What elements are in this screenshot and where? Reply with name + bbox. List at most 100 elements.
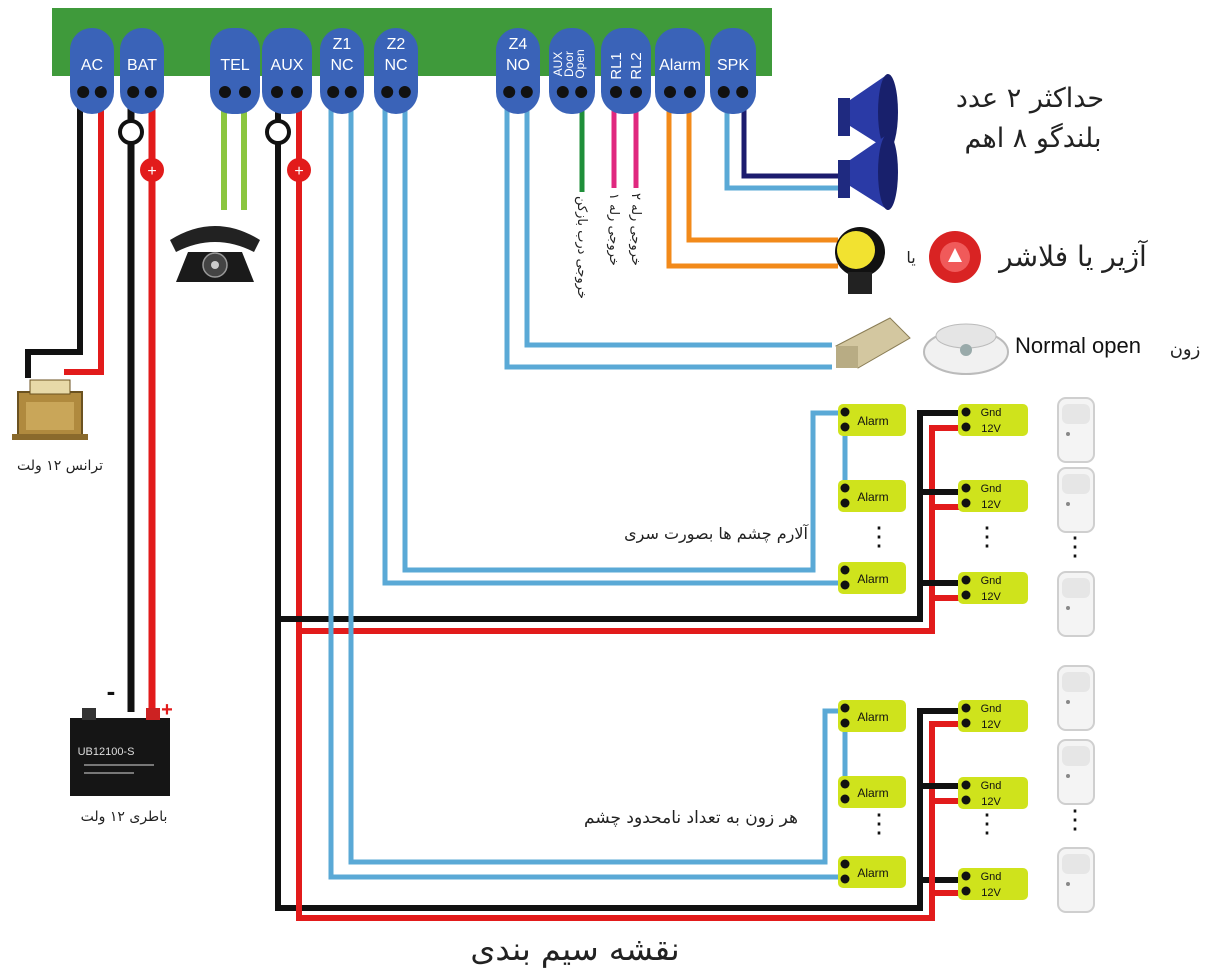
smoke-detector-icon [923, 323, 1009, 375]
screw-terminal [344, 86, 357, 98]
screw-terminal [520, 86, 533, 98]
transformer-label: ترانس ۱۲ ولت [17, 458, 103, 474]
terminal-label: Z2 [387, 36, 406, 53]
screw-terminal [630, 86, 642, 98]
z4-wire-a [504, 92, 832, 370]
relay2-output-label: خروجی رله ۲ [628, 193, 643, 266]
screw-terminal [575, 86, 588, 98]
terminal-label: NC [384, 57, 407, 74]
speaker-note-line2: بلندگو ۸ اهم [965, 122, 1102, 154]
battery-label: باطری ۱۲ ولت [81, 809, 168, 825]
aux-positive-marker [287, 158, 311, 182]
speaker-note-line1: حداکثر ۲ عدد [956, 83, 1104, 114]
ac-wire-red [64, 92, 104, 375]
terminal-aux: AUX [262, 28, 312, 114]
power-terminal-block: Gnd 12V [958, 868, 1028, 900]
z2-wire-a [382, 92, 845, 586]
v12-label: 12V [981, 423, 1001, 435]
terminal-label: Door [562, 51, 576, 77]
foot-switch-icon [835, 317, 911, 369]
gnd-label: Gnd [981, 871, 1002, 883]
aux-positive-sign: + [294, 163, 303, 180]
series-note: آلارم چشم ها بصورت سری [624, 524, 809, 544]
ellipsis-more-icon: ⋮ [866, 521, 892, 551]
gnd-label: Gnd [981, 407, 1002, 419]
ellipsis-more-icon: ⋮ [974, 808, 1000, 838]
screw-terminal [381, 86, 394, 98]
aux-branch-black-1 [278, 410, 965, 622]
aux-wire-red [296, 92, 965, 921]
alarm-contact-block: Alarm [838, 856, 906, 888]
screw-terminal [556, 86, 569, 98]
terminal-label: Alarm [659, 57, 701, 74]
ellipsis-more-icon: ⋮ [974, 521, 1000, 551]
pir-sensor-icon [1057, 847, 1095, 913]
aux-branch-red-2 [929, 721, 965, 893]
normal-open-label: Normal open [1015, 333, 1141, 358]
screw-terminal [219, 86, 231, 98]
gnd-label: Gnd [981, 780, 1002, 792]
terminal-label: BAT [127, 57, 157, 74]
aux-branch-black-2 [917, 708, 965, 880]
terminal-label: Z4 [509, 36, 528, 53]
ellipsis-more-icon: ⋮ [1062, 531, 1088, 561]
terminal-label: RL2 [628, 52, 645, 80]
diagram-title: نقشه سیم بندی [470, 930, 679, 968]
aux-branch-red-1 [299, 425, 965, 634]
z1-wire-b [348, 92, 845, 865]
ac-wire-black [25, 92, 83, 378]
alarm-contact-block: Alarm [838, 480, 906, 512]
spk-wire-blue [724, 92, 838, 191]
screw-terminal [717, 86, 730, 98]
gnd-label: Gnd [981, 703, 1002, 715]
terminal-tel: TEL [210, 28, 260, 114]
terminal-label: RL1 [608, 52, 625, 80]
pir-sensor-icon [1057, 467, 1095, 533]
siren-icon [835, 227, 885, 294]
door-output-label: خروجی درب بازکن [574, 196, 589, 299]
alarm-contact-label: Alarm [857, 572, 888, 586]
screw-terminal [503, 86, 516, 98]
unlimited-note: هر زون به تعداد نامحدود چشم [584, 808, 798, 828]
z2-wire-b [402, 92, 845, 573]
sensor-blocks: AlarmAlarmAlarmAlarmAlarmAlarmGnd12VGnd1… [838, 397, 1095, 913]
bat-negative-marker [118, 119, 144, 145]
screw-terminal [610, 86, 622, 98]
pir-sensor-icon [1057, 665, 1095, 731]
terminal-label: Open [573, 49, 587, 78]
screw-terminal [684, 86, 696, 98]
v12-label: 12V [981, 591, 1001, 603]
terminal-label: SPK [717, 57, 749, 74]
ellipsis-more-icon: ⋮ [866, 808, 892, 838]
power-terminal-block: Gnd 12V [958, 572, 1028, 604]
aux-negative-marker [265, 119, 291, 145]
terminal-label: TEL [220, 57, 249, 74]
gnd-label: Gnd [981, 575, 1002, 587]
z1-wire-a [328, 92, 845, 880]
bat-positive-sign: + [147, 163, 156, 180]
alarm-contact-label: Alarm [857, 710, 888, 724]
alarm-contact-block: Alarm [838, 404, 906, 436]
pir-sensor-icon [1057, 397, 1095, 463]
siren-or-label: یا [906, 248, 915, 267]
terminal-ac: AC [70, 28, 114, 114]
relay1-output-label: خروجی رله ۱ [606, 193, 621, 266]
speaker-2-icon [838, 134, 898, 210]
alarm-contact-block: Alarm [838, 700, 906, 732]
battery-model: UB12100-S [78, 746, 135, 758]
terminal-label: AUX [271, 57, 304, 74]
alarm-contact-label: Alarm [857, 786, 888, 800]
screw-terminal [664, 86, 676, 98]
screw-terminal [239, 86, 251, 98]
pir-sensor-icon [1057, 571, 1095, 637]
alarm-contact-block: Alarm [838, 776, 906, 808]
alarm-wire-a [666, 92, 838, 269]
screw-terminal [398, 86, 411, 98]
v12-label: 12V [981, 887, 1001, 899]
ellipsis-more-icon: ⋮ [1062, 804, 1088, 834]
alarm-contact-label: Alarm [857, 866, 888, 880]
